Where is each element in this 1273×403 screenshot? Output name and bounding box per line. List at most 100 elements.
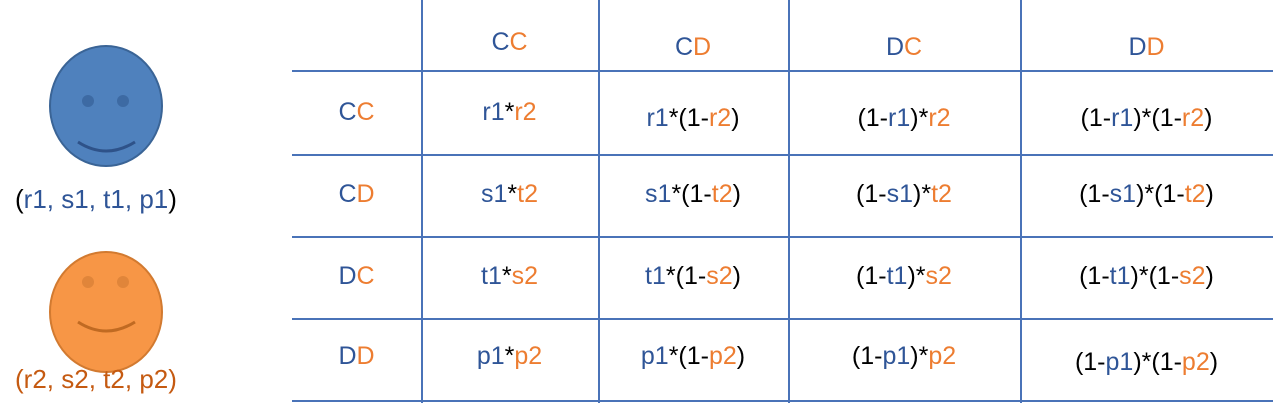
text-segment: p1	[882, 342, 911, 370]
row-label-dc: DC	[292, 262, 421, 291]
text-segment: s1	[645, 180, 672, 208]
text-segment: (1-	[856, 180, 887, 208]
table-hline	[292, 154, 1273, 156]
text-segment: D	[338, 342, 357, 370]
text-segment: D	[885, 33, 904, 61]
text-segment: t1	[481, 262, 502, 290]
text-segment: C	[904, 33, 923, 61]
text-segment: )	[1204, 104, 1213, 132]
text-segment: r1	[482, 98, 505, 126]
text-segment: s2	[706, 262, 733, 290]
text-segment: )*(1-	[1133, 104, 1182, 132]
text-segment: )	[732, 180, 741, 208]
text-segment: )	[732, 262, 741, 290]
text-segment: (1-	[857, 104, 889, 132]
text-segment: r1	[888, 104, 911, 132]
text-segment: t2	[711, 180, 733, 208]
table-cell: s1*(1-t2)	[598, 180, 788, 209]
text-segment: s1	[481, 180, 508, 208]
text-segment: (1-	[1080, 104, 1112, 132]
table-cell: (1-t1)*s2	[788, 262, 1020, 291]
text-segment: C	[356, 262, 375, 290]
table-cell: p1*(1-p2)	[598, 342, 788, 371]
text-segment: *	[501, 262, 512, 290]
text-segment: C	[338, 180, 357, 208]
text-segment: p2	[708, 342, 737, 370]
text-segment: (1-	[851, 342, 883, 370]
text-segment: )*	[907, 262, 926, 290]
text-segment: )	[736, 342, 746, 370]
text-segment: r1	[23, 184, 47, 214]
text-segment: t2	[931, 180, 952, 208]
text-segment: C	[491, 28, 510, 56]
table-cell: p1*p2	[421, 342, 598, 371]
text-segment: C	[674, 33, 693, 61]
text-segment: p2	[1181, 348, 1210, 376]
table-cell: (1-r1)*(1-r2)	[1020, 104, 1273, 133]
text-segment: C	[338, 98, 357, 126]
text-segment: ,	[124, 364, 140, 394]
text-segment: (1-	[1074, 348, 1106, 376]
text-segment: t1	[886, 262, 908, 290]
text-segment: )*(1-	[1136, 180, 1185, 208]
text-segment: r2	[1181, 104, 1205, 132]
text-segment: t1	[645, 262, 666, 290]
text-segment: )	[1209, 348, 1219, 376]
text-segment: )	[168, 364, 177, 394]
text-segment: r2	[708, 104, 732, 132]
text-segment: s2	[61, 364, 89, 394]
text-segment: ,	[124, 184, 140, 214]
smiley-face-icon-player1	[49, 45, 163, 167]
text-segment: *	[504, 98, 515, 126]
column-header-dd: DD	[1020, 33, 1273, 62]
text-segment: p1	[1105, 348, 1134, 376]
text-segment: D	[1146, 33, 1165, 61]
text-segment: t1	[1109, 262, 1131, 290]
column-header-cd: CD	[598, 33, 788, 62]
table-cell: (1-r1)*r2	[788, 104, 1020, 133]
text-segment: ,	[46, 184, 62, 214]
text-segment: D	[693, 33, 712, 61]
text-segment: p1	[476, 342, 505, 370]
text-segment: )	[1205, 180, 1214, 208]
text-segment: t2	[517, 180, 538, 208]
text-segment: r2	[23, 364, 47, 394]
text-segment: C	[356, 98, 375, 126]
column-header-cc: CC	[421, 28, 598, 57]
text-segment: *(1-	[671, 180, 712, 208]
text-segment: p1	[139, 184, 169, 214]
table-cell: (1-t1)*(1-s2)	[1020, 262, 1273, 291]
table-hline	[292, 400, 1273, 402]
text-segment: )*	[910, 104, 929, 132]
text-segment: )*(1-	[1133, 348, 1182, 376]
text-segment: D	[356, 342, 375, 370]
text-segment: s1	[886, 180, 914, 208]
text-segment: )*(1-	[1130, 262, 1180, 290]
text-segment: )	[168, 184, 177, 214]
row-label-dd: DD	[292, 342, 421, 371]
text-segment: r2	[514, 98, 537, 126]
text-segment: D	[1128, 33, 1147, 61]
table-vline	[788, 0, 790, 403]
text-segment: ,	[88, 364, 104, 394]
player2-params: (r2, s2, t2, p2)	[15, 364, 177, 395]
smiley-face-icon-player2	[49, 251, 163, 373]
text-segment: s1	[1109, 180, 1137, 208]
text-segment: r1	[1111, 104, 1134, 132]
table-cell: s1*t2	[421, 180, 598, 209]
table-cell: (1-p1)*p2	[788, 342, 1020, 371]
row-label-cc: CC	[292, 98, 421, 127]
text-segment: p1	[640, 342, 669, 370]
text-segment: t2	[1184, 180, 1206, 208]
text-segment: C	[509, 28, 528, 56]
text-segment: p2	[139, 364, 169, 394]
table-vline	[598, 0, 600, 403]
text-segment: p2	[928, 342, 957, 370]
text-segment: s2	[511, 262, 538, 290]
text-segment: r2	[928, 104, 951, 132]
text-segment: p2	[514, 342, 543, 370]
text-segment: (	[15, 184, 24, 214]
text-segment: D	[356, 180, 375, 208]
text-segment: *(1-	[668, 342, 709, 370]
table-hline	[292, 318, 1273, 320]
